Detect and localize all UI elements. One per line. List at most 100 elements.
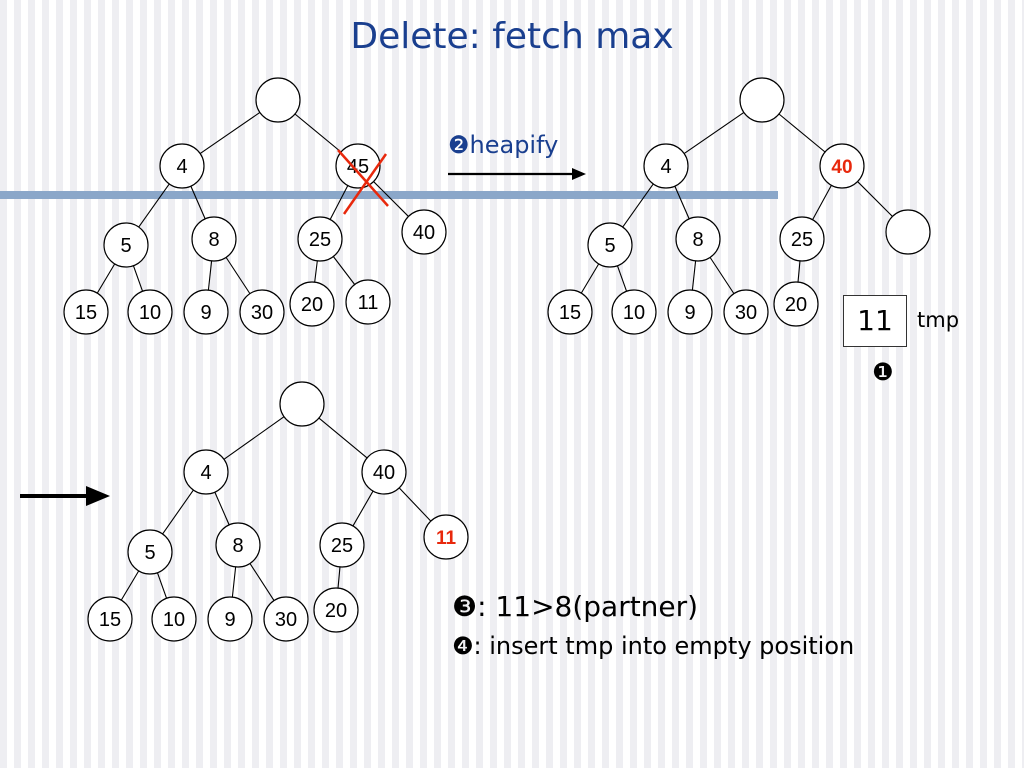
heapify-label: ❷heapify [448,131,559,159]
node-label: 20 [325,600,347,622]
node-circle [191,216,237,262]
heap-node-8: 8 [675,216,721,262]
level-divider-bar [0,191,778,199]
heap-node-15: 15 [87,596,133,642]
tree-edge [709,257,735,294]
node-label: 10 [163,609,185,631]
heap-node-10: 10 [127,289,173,335]
node-circle [819,143,865,189]
heap-node-4: 4 [643,143,689,189]
node-label: 8 [232,535,243,557]
node-label: 11 [358,292,379,314]
tree-overlay [337,149,389,215]
tree-edge [294,113,342,153]
tree-edge [373,181,409,217]
tree-edge [778,113,826,153]
node-label: 20 [785,294,807,316]
tree-edge [683,112,745,154]
node-label: 4 [660,156,671,178]
heap-node-8: 8 [215,522,261,568]
tree-edge [332,256,356,285]
node-circle [667,289,713,335]
slide-title: Delete: fetch max [350,16,674,57]
node-circle [779,216,825,262]
node-label: 40 [413,222,435,244]
heap-node-20: 20 [289,281,335,327]
heap-node-25: 25 [319,522,365,568]
heap-node-10: 10 [151,596,197,642]
heap-node-40: 40 [361,449,407,495]
node-circle [547,289,593,335]
node-circle [215,522,261,568]
tree-edge [398,487,432,522]
heap-node-20: 20 [313,587,359,633]
tree-edge [797,260,801,283]
tree-edge [329,185,349,220]
node-circle [773,281,819,327]
heap-node-4: 4 [183,449,229,495]
heap-node-30: 30 [723,289,769,335]
node-label: 4 [200,462,211,484]
node-circle [127,529,173,575]
delete-cross-icon [337,149,389,215]
node-label: 45 [347,156,369,178]
heap-node-25: 25 [297,216,343,262]
tree-edge [199,112,261,154]
heapify-arrow [448,168,586,180]
node-label: 25 [309,229,331,251]
heap-node-9: 9 [183,289,229,335]
heap-node-5: 5 [103,222,149,268]
node-circle [675,216,721,262]
heap-node-11: 11 [345,279,391,325]
tree-edge [674,185,690,220]
cross-stroke [342,153,388,215]
node-circle [239,289,285,335]
node-label: 25 [331,535,353,557]
heap-node-45: 45 [335,143,381,189]
heap-node-9: 9 [667,289,713,335]
heap-node-40: 40 [819,143,865,189]
tree-edge [314,260,318,283]
node-circle [345,279,391,325]
node-circle [289,281,335,327]
heap-node-15: 15 [63,289,109,335]
tree-edge [132,265,144,292]
node-label: 30 [251,302,273,324]
node-label: 30 [275,609,297,631]
heap-node-empty-root [279,381,325,427]
node-circle [423,514,469,560]
heap-node-9: 9 [207,596,253,642]
tree-edge [190,185,206,220]
node-label: 15 [75,302,97,324]
tree-edge [223,416,285,460]
heap-node-empty-root [739,77,785,123]
node-label: 8 [692,229,703,251]
heap-node-10: 10 [611,289,657,335]
tree-edge [622,183,654,228]
node-label: 15 [559,302,581,324]
heap-node-empty-slot [885,209,931,255]
node-circle [103,222,149,268]
node-circle [127,289,173,335]
tree-edge [691,260,697,291]
node-label: 40 [831,157,852,178]
node-label: 5 [144,542,155,564]
node-label: 5 [604,235,615,257]
node-circle [279,381,325,427]
node-circle [361,449,407,495]
node-circle [313,587,359,633]
tree-edge [616,265,628,292]
tree-edge [138,183,170,228]
node-circle [63,289,109,335]
heap-node-15: 15 [547,289,593,335]
node-circle [87,596,133,642]
node-label: 15 [99,609,121,631]
tree-edge [207,260,213,291]
node-circle [885,209,931,255]
step-4-note: ❹: insert tmp into empty position [452,632,855,660]
node-circle [151,596,197,642]
node-circle [297,216,343,262]
node-circle [739,77,785,123]
